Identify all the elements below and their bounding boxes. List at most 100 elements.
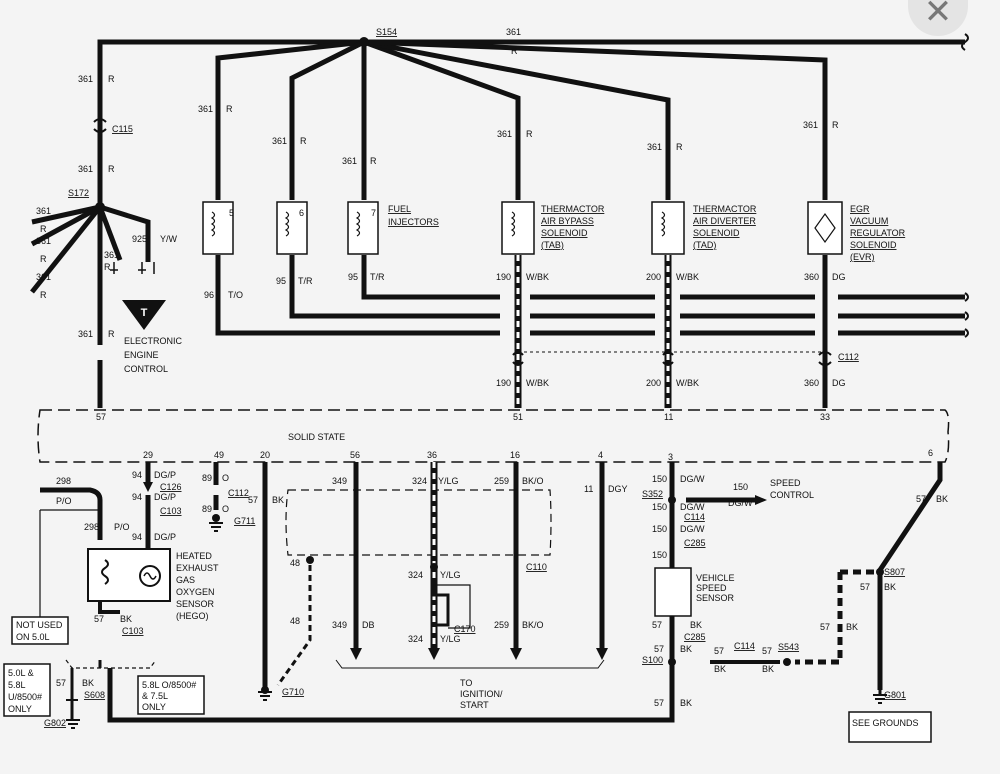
svg-text:O: O	[222, 473, 229, 483]
svg-text:R: R	[526, 129, 533, 139]
note-boxes	[3, 616, 932, 743]
svg-text:P/O: P/O	[56, 496, 72, 506]
svg-text:57: 57	[654, 698, 664, 708]
svg-text:HEATED: HEATED	[176, 551, 212, 561]
svg-text:57: 57	[820, 622, 830, 632]
svg-text:BK/O: BK/O	[522, 476, 544, 486]
svg-text:361: 361	[36, 236, 51, 246]
svg-text:56: 56	[350, 450, 360, 460]
coil-symbols	[210, 211, 836, 244]
svg-text:Y/LG: Y/LG	[440, 634, 461, 644]
svg-text:150: 150	[652, 524, 667, 534]
svg-text:C126: C126	[160, 482, 182, 492]
svg-text:IGNITION/: IGNITION/	[460, 689, 503, 699]
svg-text:SOLENOID: SOLENOID	[850, 240, 897, 250]
svg-text:51: 51	[513, 412, 523, 422]
eec-symbol: T	[122, 300, 166, 330]
svg-text:G710: G710	[282, 687, 304, 697]
svg-text:R: R	[511, 46, 518, 56]
svg-text:259: 259	[494, 620, 509, 630]
svg-text:361: 361	[506, 27, 521, 37]
svg-text:SPEED: SPEED	[770, 478, 801, 488]
svg-text:4: 4	[598, 450, 603, 460]
striped-wires	[514, 255, 672, 408]
svg-text:BK: BK	[82, 678, 94, 688]
svg-text:48: 48	[290, 616, 300, 626]
svg-text:T/R: T/R	[370, 272, 385, 282]
svg-text:SOLENOID: SOLENOID	[541, 228, 588, 238]
svg-text:OXYGEN: OXYGEN	[176, 587, 215, 597]
svg-text:361: 361	[36, 206, 51, 216]
svg-text:EXHAUST: EXHAUST	[176, 563, 219, 573]
svg-text:NOT USED: NOT USED	[16, 620, 63, 630]
svg-text:150: 150	[652, 474, 667, 484]
svg-text:BK: BK	[846, 622, 858, 632]
ignition-bracket	[335, 659, 605, 669]
svg-text:G802: G802	[44, 718, 66, 728]
svg-text:W/BK: W/BK	[676, 272, 699, 282]
svg-text:(TAD): (TAD)	[693, 240, 716, 250]
svg-text:VACUUM: VACUUM	[850, 216, 888, 226]
svg-text:BK: BK	[120, 614, 132, 624]
svg-text:BK: BK	[762, 664, 774, 674]
svg-text:16: 16	[510, 450, 520, 460]
svg-text:BK/O: BK/O	[522, 620, 544, 630]
bus-wires	[530, 294, 965, 336]
svg-text:CONTROL: CONTROL	[770, 490, 814, 500]
svg-text:925: 925	[132, 234, 147, 244]
svg-text:Y/LG: Y/LG	[438, 476, 459, 486]
svg-text:49: 49	[214, 450, 224, 460]
svg-text:259: 259	[494, 476, 509, 486]
svg-text:89: 89	[202, 473, 212, 483]
svg-text:CONTROL: CONTROL	[124, 364, 168, 374]
svg-text:5.8L O/8500#: 5.8L O/8500#	[142, 680, 196, 690]
svg-text:THERMACTOR: THERMACTOR	[541, 204, 605, 214]
svg-text:DG/P: DG/P	[154, 470, 176, 480]
svg-text:Y/W: Y/W	[160, 234, 178, 244]
svg-text:349: 349	[332, 476, 347, 486]
svg-text:(TAB): (TAB)	[541, 240, 564, 250]
svg-text:START: START	[460, 700, 489, 710]
svg-text:ON 5.0L: ON 5.0L	[16, 632, 50, 642]
svg-text:6: 6	[299, 208, 304, 218]
svg-text:BK: BK	[884, 582, 896, 592]
svg-text:C110: C110	[526, 562, 547, 572]
svg-text:U/8500#: U/8500#	[8, 692, 42, 702]
svg-text:48: 48	[290, 558, 300, 568]
svg-text:ELECTRONIC: ELECTRONIC	[124, 336, 183, 346]
svg-text:200: 200	[646, 272, 661, 282]
svg-text:EGR: EGR	[850, 204, 870, 214]
svg-text:R: R	[108, 329, 115, 339]
svg-text:(HEGO): (HEGO)	[176, 611, 209, 621]
svg-text:11: 11	[584, 484, 593, 494]
svg-text:S807: S807	[884, 567, 905, 577]
svg-text:57: 57	[654, 644, 664, 654]
svg-text:R: R	[676, 142, 683, 152]
svg-text:DGY: DGY	[608, 484, 628, 494]
svg-text:89: 89	[202, 504, 212, 514]
splice-s154: S154	[376, 27, 397, 37]
svg-text:361: 361	[36, 272, 51, 282]
svg-text:R: R	[370, 156, 377, 166]
svg-text:361: 361	[78, 164, 93, 174]
svg-text:11: 11	[664, 412, 673, 422]
svg-text:DG/W: DG/W	[680, 474, 705, 484]
svg-text:C112: C112	[228, 488, 249, 498]
svg-text:R: R	[40, 254, 47, 264]
svg-text:G801: G801	[884, 690, 906, 700]
signal-wires	[215, 255, 828, 408]
svg-text:361: 361	[647, 142, 662, 152]
connector-c115: C115	[112, 124, 133, 134]
svg-text:DG/W: DG/W	[680, 502, 705, 512]
svg-text:3: 3	[668, 452, 673, 462]
svg-text:DB: DB	[362, 620, 375, 630]
svg-text:200: 200	[646, 378, 661, 388]
svg-text:S543: S543	[778, 642, 799, 652]
svg-text:TO: TO	[460, 678, 472, 688]
svg-text:R: R	[300, 136, 307, 146]
svg-text:7: 7	[371, 208, 376, 218]
svg-text:DG/P: DG/P	[154, 492, 176, 502]
svg-text:INJECTORS: INJECTORS	[388, 217, 439, 227]
close-button[interactable]: ✕	[908, 0, 968, 36]
svg-text:57: 57	[916, 494, 926, 504]
